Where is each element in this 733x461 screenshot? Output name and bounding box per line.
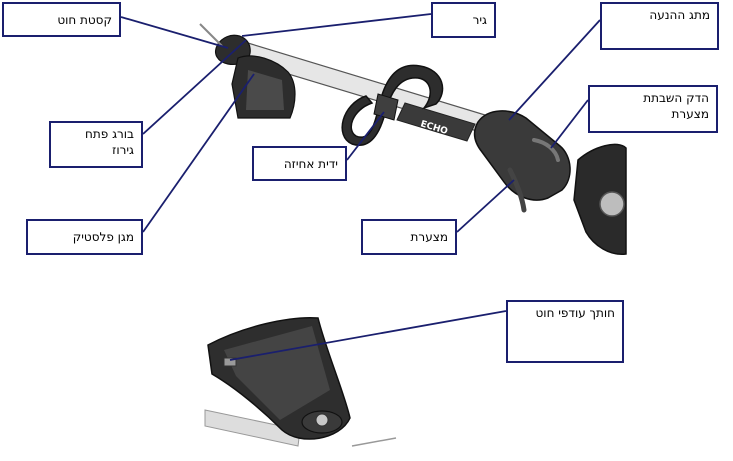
leader-line-plastic-guard (142, 73, 255, 233)
throttle-lock-lever (532, 138, 560, 162)
guard-shaft (204, 409, 301, 447)
leader-line-gear-screw (142, 39, 247, 135)
shaft-sleeve (396, 102, 476, 142)
leader-line-cassette (120, 16, 229, 49)
guard-trimmer-line (351, 437, 397, 447)
throttle-trigger (507, 167, 527, 213)
label-gear: גיר (431, 2, 496, 38)
leader-line-cutter (229, 310, 507, 361)
leader-line-grip-handle (346, 111, 385, 161)
label-engine-handle: מתג ההנעה (600, 2, 719, 50)
label-grip-handle: ידית אחיזה (252, 146, 347, 181)
engine-cap (599, 191, 625, 217)
line-cutter-blade (223, 357, 237, 367)
label-line-cassette: קסטת חוט (2, 2, 121, 37)
guard-illustration (204, 317, 397, 447)
leader-line-engine-handle (508, 19, 601, 121)
leader-lines (120, 13, 601, 361)
leader-line-gear (241, 13, 432, 37)
label-plastic-guard: מגן פלסטיק (26, 219, 143, 255)
label-gear-screw: בורג פתח גירוז (49, 121, 143, 168)
label-throttle: מצערת (361, 219, 457, 255)
engine-body (573, 143, 627, 255)
leader-line-throttle (456, 179, 515, 233)
rear-handle (473, 110, 571, 201)
label-line-cutter: חותך עודפי חוט (506, 300, 624, 363)
label-throttle-lock: הדק השבתת מצערת (588, 85, 718, 133)
handle-clamp (373, 93, 399, 121)
leader-line-throttle-lock (550, 99, 589, 149)
trimmer-line (199, 23, 223, 47)
